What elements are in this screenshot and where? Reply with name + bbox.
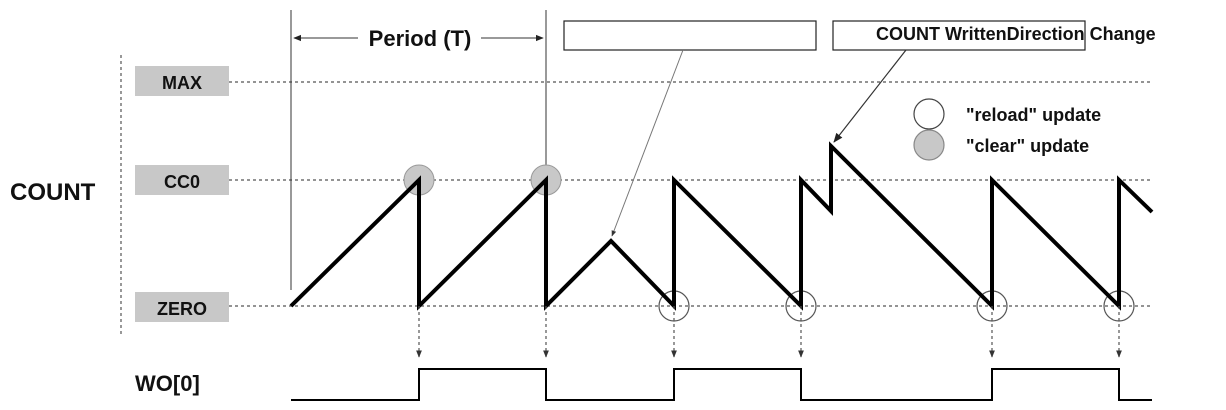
count-axis-label: COUNT (10, 179, 96, 206)
wo0-label: WO[0] (135, 371, 200, 396)
level-max-label: MAX (162, 73, 202, 93)
period-label: Period (T) (369, 26, 472, 51)
level-zero: ZERO (135, 292, 1152, 322)
level-cc0: CC0 (135, 165, 1152, 195)
level-zero-box (135, 292, 229, 322)
direction-change-label: COUNT WrittenDirection Change (876, 24, 1156, 44)
level-max: MAX (135, 66, 1152, 96)
count-written-pointer (611, 49, 684, 237)
direction-change-pointer (833, 49, 907, 143)
level-max-box (135, 66, 229, 96)
wo0-waveform (291, 368, 1152, 401)
level-cc0-label: CC0 (164, 172, 200, 192)
legend-reload-label: "reload" update (966, 105, 1101, 125)
count-written-box (563, 20, 817, 51)
event-drop-lines (416, 306, 1122, 358)
level-cc0-box (135, 165, 229, 195)
legend-reload-marker (913, 98, 945, 130)
direction-change-box (832, 20, 1086, 51)
level-zero-label: ZERO (157, 299, 207, 319)
legend-clear-label: "clear" update (966, 136, 1089, 156)
legend-clear-marker (913, 129, 945, 161)
legend: "reload" update "clear" update (913, 98, 1101, 161)
